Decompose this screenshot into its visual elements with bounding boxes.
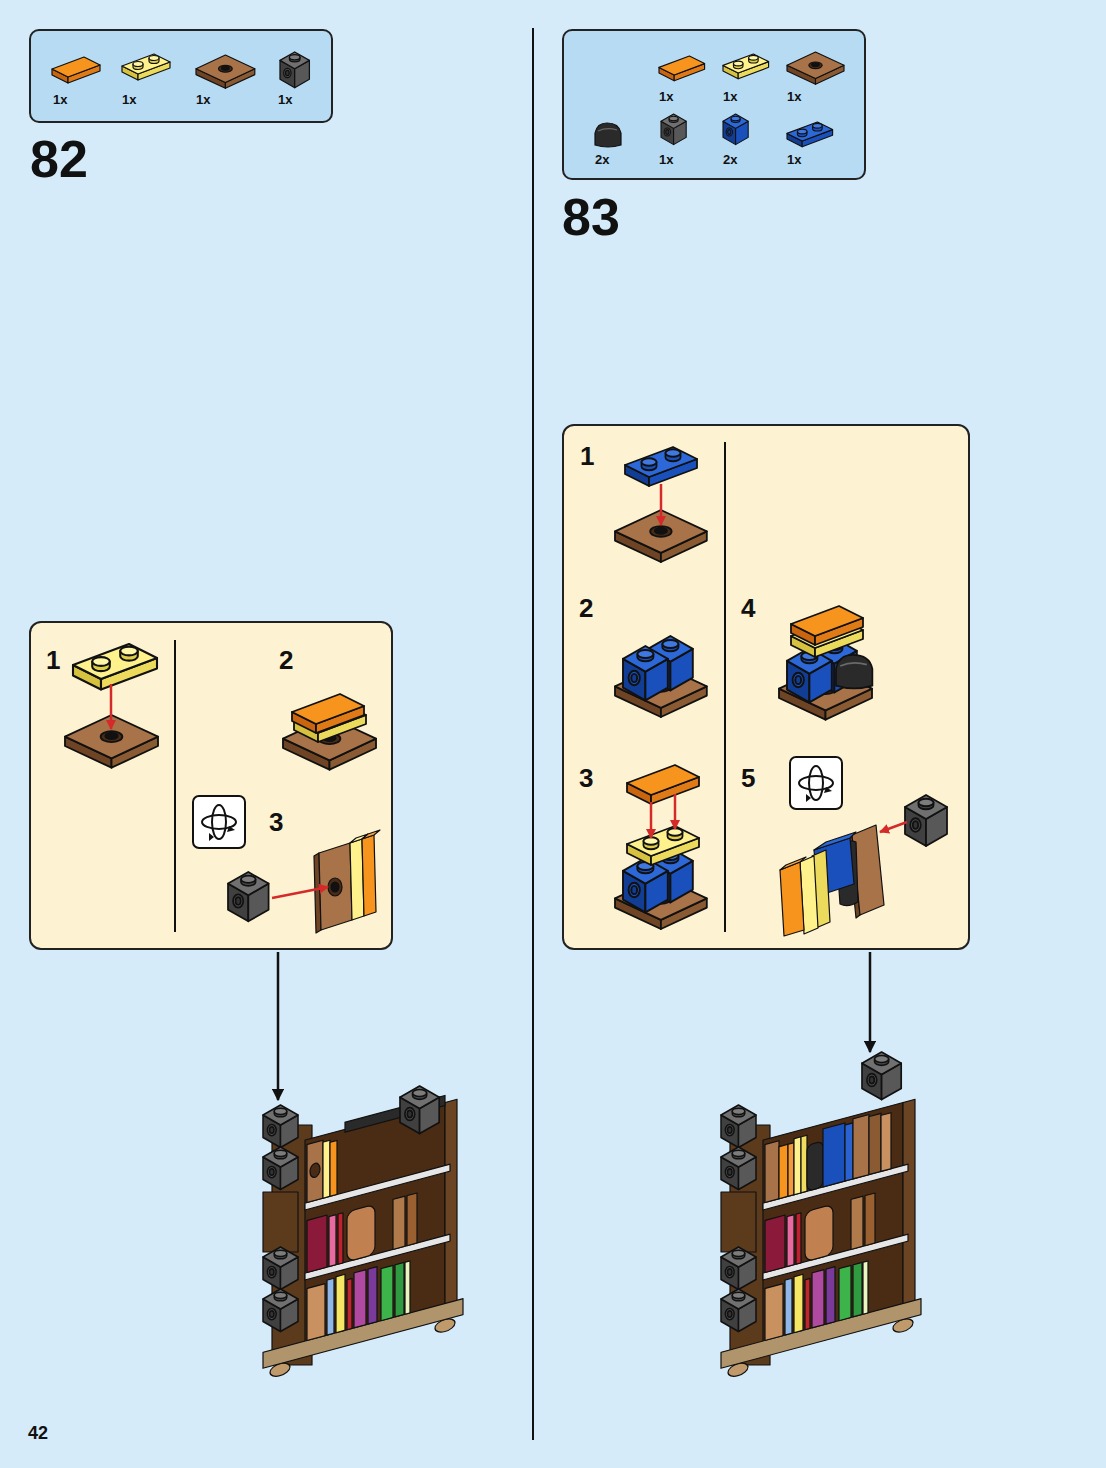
part-count: 1x (278, 93, 292, 106)
text-slot: 3 (579, 765, 593, 791)
substep-number: 5 (741, 765, 755, 791)
text-slot: 82 (30, 133, 88, 185)
part-count: 1x (196, 93, 210, 106)
text-slot: 1x (196, 93, 210, 106)
part-count: 2x (723, 153, 737, 166)
substep-number: 2 (279, 647, 293, 673)
part-count: 1x (787, 90, 801, 103)
part-count: 1x (787, 153, 801, 166)
text-slot: 1x (787, 90, 801, 103)
parts-list-box: 1x 1x 1x 1x (29, 29, 333, 123)
panel-fill (30, 30, 332, 122)
panel-fill (563, 30, 865, 179)
panel-fill (563, 425, 969, 949)
text-slot: 1x (122, 93, 136, 106)
text-slot: 4 (741, 595, 755, 621)
page-number: 42 (28, 1424, 48, 1442)
text-slot: 1x (659, 153, 673, 166)
text-slot: 3 (269, 809, 283, 835)
text-slot: 1x (278, 93, 292, 106)
text-slot: 2 (279, 647, 293, 673)
part-count: 1x (53, 93, 67, 106)
text-slot: 1 (580, 443, 594, 469)
text-slot: 2 (579, 595, 593, 621)
substep-panel: 1 2 3 (29, 621, 393, 950)
parts-list-box: 1x 1x 1x 2x 1x 2x 1x (562, 29, 866, 180)
text-slot: 42 (28, 1424, 48, 1442)
panel-fill (30, 622, 392, 949)
part-count: 2x (595, 153, 609, 166)
part-count: 1x (122, 93, 136, 106)
substep-panel: 1 2 4 3 5 (562, 424, 970, 950)
step-number: 82 (30, 133, 88, 185)
step-number: 83 (562, 191, 620, 243)
part-count: 1x (723, 90, 737, 103)
text-slot: 2x (723, 153, 737, 166)
text-slot: 1x (787, 153, 801, 166)
text-slot: 1x (53, 93, 67, 106)
substep-number: 2 (579, 595, 593, 621)
part-count: 1x (659, 90, 673, 103)
text-slot: 1 (46, 647, 60, 673)
text-slot: 2x (595, 153, 609, 166)
substep-number: 1 (580, 443, 594, 469)
text-slot: 1x (723, 90, 737, 103)
substep-number: 3 (579, 765, 593, 791)
text-slot: 83 (562, 191, 620, 243)
substep-number: 1 (46, 647, 60, 673)
part-count: 1x (659, 153, 673, 166)
substep-number: 3 (269, 809, 283, 835)
text-slot: 5 (741, 765, 755, 791)
substep-number: 4 (741, 595, 755, 621)
text-slot: 1x (659, 90, 673, 103)
